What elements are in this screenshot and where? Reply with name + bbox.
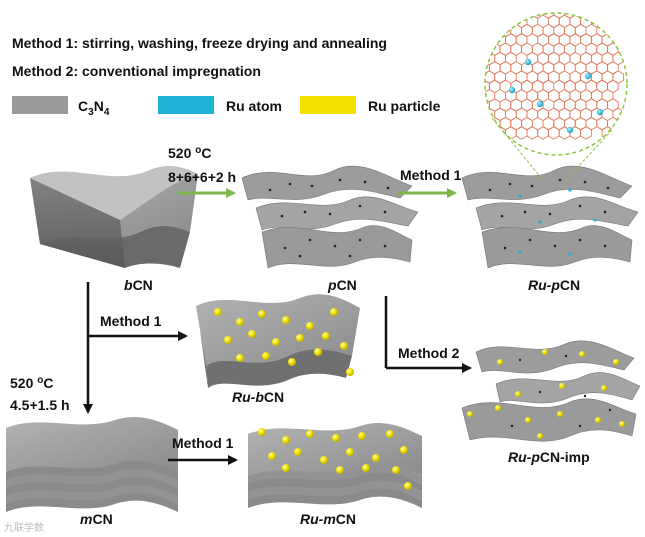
pcn-sheets <box>241 165 419 269</box>
top-method-label: Method 1 <box>400 167 462 183</box>
pcn-label: pCN <box>327 277 357 293</box>
lattice-ring <box>521 13 533 19</box>
left-temperature: 520 oC <box>10 375 53 391</box>
lattice-ring <box>488 13 501 19</box>
pcn-pores <box>268 178 390 258</box>
lattice-ring <box>510 13 523 19</box>
bottom-method-label: Method 1 <box>172 435 234 451</box>
ru-mcn-stack <box>248 423 422 508</box>
lattice-ring <box>607 23 619 38</box>
c3n4-swatch <box>12 96 68 114</box>
ru-particle-legend-label: Ru particle <box>368 98 441 114</box>
zoom-callout <box>484 12 628 181</box>
lattice-ring <box>601 14 614 29</box>
ru-atom-swatch <box>158 96 214 114</box>
lattice-ru-atoms <box>508 58 604 134</box>
ru-pcn-label: Ru-pCN <box>528 277 580 293</box>
lattice-ring <box>485 33 496 47</box>
ru-pcn-imp-sheets <box>461 340 641 442</box>
right-method-label: Method 2 <box>398 345 460 361</box>
top-temperature: 520 oC <box>168 145 211 161</box>
mid-method-label: Method 1 <box>100 313 162 329</box>
top-duration: 8+6+6+2 h <box>168 169 236 185</box>
lattice-ring <box>488 23 501 38</box>
ru-pcn-imp-pores <box>510 354 612 428</box>
ru-pcn-pores <box>488 178 610 250</box>
mcn-stack <box>6 417 178 512</box>
ru-atom-legend-label: Ru atom <box>226 98 282 114</box>
watermark: 九联学数 <box>4 521 44 534</box>
legend: C3N4 Ru atom Ru particle <box>12 96 441 118</box>
bcn-block <box>30 166 198 268</box>
ru-mcn-particles <box>258 428 412 490</box>
method1-description: Method 1: stirring, washing, freeze dryi… <box>12 35 387 51</box>
lattice-ring <box>485 98 490 112</box>
lattice-ring <box>485 126 496 140</box>
left-flow-arrows <box>83 282 188 414</box>
ru-mcn-label: Ru-mCN <box>300 511 356 527</box>
left-duration: 4.5+1.5 h <box>10 397 70 413</box>
lattice-ring <box>607 13 619 19</box>
method2-arrow <box>384 296 472 373</box>
lattice-ring <box>612 14 625 29</box>
c3n4-legend-label: C3N4 <box>78 98 110 118</box>
ru-pcn-imp-particles <box>467 349 625 439</box>
bcn-label: bCN <box>124 277 153 293</box>
ru-bcn-label: Ru-bCN <box>232 389 284 405</box>
lattice-ring <box>485 116 490 131</box>
c3n4-lattice <box>485 13 625 140</box>
lattice-ring <box>485 23 490 38</box>
method2-description: Method 2: conventional impregnation <box>12 63 261 79</box>
ru-bcn-block <box>196 294 360 388</box>
ru-bcn-particles <box>214 308 354 376</box>
ru-pcn-atoms <box>518 188 597 256</box>
lattice-ring <box>485 14 496 29</box>
lattice-ring <box>485 42 490 56</box>
lattice-ring <box>494 14 506 29</box>
ru-pcn-imp-label: Ru-pCN-imp <box>508 449 590 465</box>
ru-particle-swatch <box>300 96 356 114</box>
lattice-ring <box>585 13 598 19</box>
lattice-ring <box>580 126 592 140</box>
lattice-ring <box>612 126 625 140</box>
lattice-ring <box>590 14 603 29</box>
lattice-ring <box>499 13 512 19</box>
mcn-label: mCN <box>80 511 113 527</box>
ru-pcn-sheets <box>461 165 639 269</box>
